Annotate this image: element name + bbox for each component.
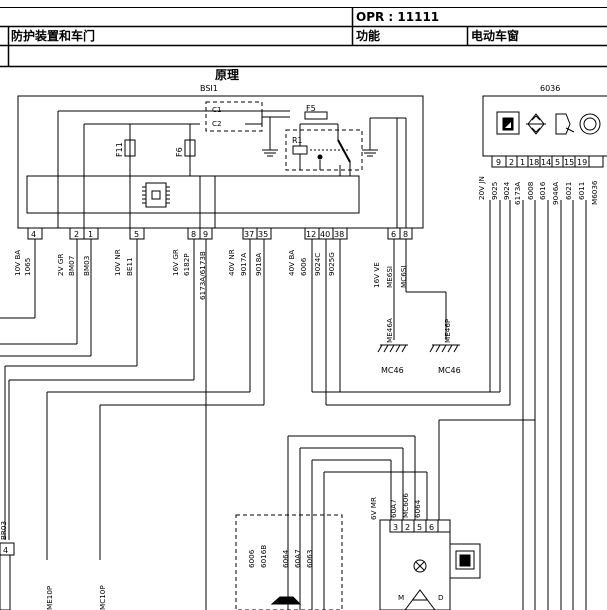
right-pin-label: 1 bbox=[520, 158, 525, 167]
wire-code: ME6SI bbox=[385, 266, 394, 288]
wire-code: 60A7 bbox=[293, 549, 302, 568]
wire-code: BM03 bbox=[82, 256, 91, 276]
wire-code: BR03 bbox=[0, 521, 8, 540]
diagram-title: 原理 bbox=[215, 68, 239, 82]
ground-label: MC46 bbox=[438, 366, 461, 375]
wire-code: 6173A/6173B bbox=[198, 251, 207, 300]
bsi-pin-label: 2 bbox=[74, 230, 79, 239]
wire-code: 9024 bbox=[502, 181, 511, 200]
bottom-dashed-module bbox=[235, 514, 343, 610]
motor-letter: M bbox=[398, 593, 404, 602]
bsi-pin-label: 35 bbox=[258, 230, 268, 239]
opr-label: OPR : 11111 bbox=[356, 10, 439, 24]
header-table bbox=[0, 7, 607, 68]
conn-code: 2V GR bbox=[56, 254, 65, 276]
relay-contact-c2: C2 bbox=[212, 119, 222, 128]
relay-r1: R1 bbox=[292, 136, 303, 145]
wire-code: 6016B bbox=[259, 545, 268, 568]
function-name: 电动车窗 bbox=[471, 28, 519, 43]
wire-code: 6016 bbox=[538, 181, 547, 200]
bsi-pin-label: 6 bbox=[391, 230, 396, 239]
conn-code: 16V GR bbox=[171, 249, 180, 276]
wire-code: 9018A bbox=[254, 253, 263, 276]
wire-code: 6063 bbox=[305, 550, 314, 568]
motor-pin-label: 3 bbox=[393, 523, 398, 532]
wire-code: 6173A bbox=[513, 182, 522, 205]
conn-code: 10V BA bbox=[13, 250, 22, 276]
wire-code: 1065 bbox=[23, 258, 32, 276]
wire-code: MC606 bbox=[401, 493, 410, 518]
wire-code: 6182P bbox=[182, 253, 191, 276]
fuse-f11: F11 bbox=[115, 142, 124, 157]
wire-code: 9046A bbox=[551, 182, 560, 205]
bsi-pin-label: 38 bbox=[334, 230, 344, 239]
wire-code: 6008 bbox=[526, 181, 535, 200]
wire-code: MC10P bbox=[98, 585, 107, 610]
bottom-left-pin: 4 bbox=[3, 546, 8, 555]
bsi-pin-label: 5 bbox=[134, 230, 139, 239]
wire-code: ME10P bbox=[45, 585, 54, 610]
motor-module bbox=[379, 519, 481, 610]
conn-code: 40V BA bbox=[287, 250, 296, 276]
right-pin-label: 19 bbox=[577, 158, 587, 167]
wire-code: 6064 bbox=[281, 549, 290, 568]
wire-code: 6021 bbox=[564, 182, 573, 200]
bsi-connector bbox=[27, 227, 413, 240]
wire-code: BE11 bbox=[125, 257, 134, 276]
wire-code: 9024C bbox=[313, 253, 322, 276]
wire-code: 9017A bbox=[239, 253, 248, 276]
conn-code: 40V NR bbox=[227, 249, 236, 276]
category-label: 功能 bbox=[356, 28, 380, 43]
right-pin-label: 15 bbox=[564, 158, 574, 167]
section-title: 防护装置和车门 bbox=[11, 28, 95, 43]
bsi-pin-label: 4 bbox=[31, 230, 36, 239]
fuse-f6: F6 bbox=[175, 147, 184, 157]
fuse-f5: F5 bbox=[306, 104, 316, 113]
wire-harness bbox=[0, 200, 587, 610]
wire-code: BM07 bbox=[67, 256, 76, 276]
bottom-left-connector bbox=[0, 542, 15, 610]
motor-letter: D bbox=[438, 593, 444, 602]
wire-code: 6006 bbox=[299, 257, 308, 276]
bsi-module bbox=[17, 95, 424, 229]
ground-code: ME46A bbox=[385, 318, 394, 343]
right-pin-label: 14 bbox=[541, 158, 551, 167]
ground-label: MC46 bbox=[381, 366, 404, 375]
conn-code: 10V NR bbox=[113, 249, 122, 276]
wire-code: 9025 bbox=[490, 182, 499, 200]
wire-code: 6064 bbox=[413, 499, 422, 518]
relay-contact-c1: C1 bbox=[212, 105, 222, 114]
right-pin-label: 9 bbox=[496, 158, 501, 167]
motor-pin-label: 2 bbox=[405, 523, 410, 532]
ground-code: ME46P bbox=[443, 318, 452, 343]
conn-code: 20V JN bbox=[477, 176, 486, 200]
right-pin-label: 18 bbox=[529, 158, 539, 167]
window-switch-icon bbox=[496, 111, 520, 135]
right-pin-label: 2 bbox=[509, 158, 514, 167]
bsi-pin-label: 12 bbox=[306, 230, 316, 239]
bsi-pin-label: 40 bbox=[320, 230, 330, 239]
wire-code: MC6SI bbox=[399, 266, 408, 288]
bsi-pin-label: 1 bbox=[88, 230, 93, 239]
wire-code: 6006 bbox=[247, 549, 256, 568]
right-pin-label: 5 bbox=[555, 158, 560, 167]
bsi-pin-label: 8 bbox=[191, 230, 196, 239]
bsi-pin-label: 37 bbox=[244, 230, 254, 239]
motor-pin-label: 6 bbox=[429, 523, 434, 532]
bsi-pin-label: 8 bbox=[403, 230, 408, 239]
conn-code: 6V MR bbox=[369, 497, 378, 520]
motor-pin-label: 5 bbox=[417, 523, 422, 532]
ground-symbols bbox=[377, 344, 460, 353]
right-module bbox=[482, 95, 607, 168]
wire-code: 60A7 bbox=[389, 499, 398, 518]
wire-code: 6011 bbox=[577, 182, 586, 200]
wire-code: M6036 bbox=[590, 180, 599, 205]
bsi-pin-label: 9 bbox=[203, 230, 208, 239]
wire-code: 9025G bbox=[327, 252, 336, 276]
right-module-label: 6036 bbox=[540, 84, 560, 93]
bsi-module-label: BSI1 bbox=[200, 84, 218, 93]
conn-code: 16V VE bbox=[372, 262, 381, 288]
